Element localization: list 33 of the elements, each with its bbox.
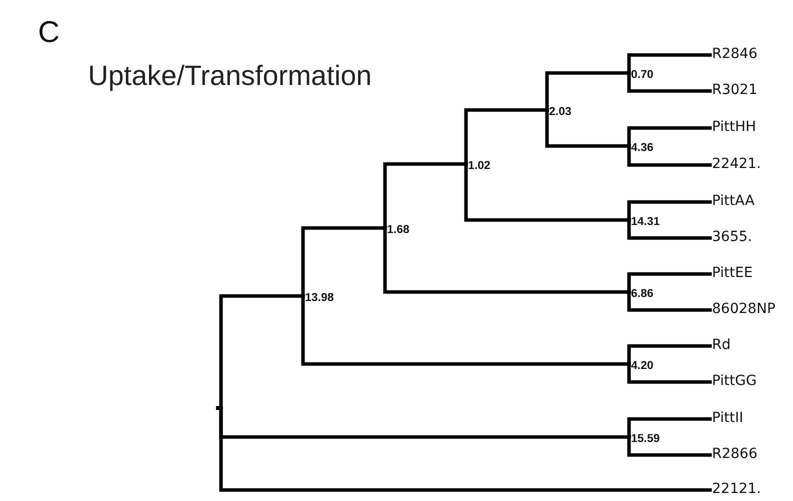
node-value: 4.36 xyxy=(631,143,654,154)
leaf-label: R2846 xyxy=(712,47,758,61)
tree-branch xyxy=(627,218,712,240)
panel-letter: C xyxy=(38,18,60,48)
leaf-label: PittGG xyxy=(712,374,757,388)
tree-branch xyxy=(627,71,712,93)
leaf-label: Rd xyxy=(712,338,731,352)
node-value: 2.03 xyxy=(549,107,572,118)
tree-branch xyxy=(627,362,712,384)
node-value: 1.02 xyxy=(468,161,490,172)
node-value: 13.98 xyxy=(305,293,334,304)
node-value: 14.31 xyxy=(631,217,660,228)
tree-branch xyxy=(627,435,712,457)
leaf-label: PittHH xyxy=(712,120,756,134)
leaf-label: PittII xyxy=(712,411,744,425)
node-value: 15.59 xyxy=(631,434,660,446)
leaf-label: 3655. xyxy=(712,230,752,244)
title: Uptake/Transformation xyxy=(88,62,372,90)
tree-branch xyxy=(627,290,712,312)
leaf-label: PittAA xyxy=(712,194,755,208)
node-value: 0.70 xyxy=(631,70,654,82)
leaf-label: PittEE xyxy=(712,266,753,280)
leaf-label: 22421. xyxy=(712,157,761,171)
leaf-label: 86028NP xyxy=(712,302,776,316)
root-tick xyxy=(216,406,221,410)
node-value: 1.68 xyxy=(387,225,410,236)
leaf-label: R3021 xyxy=(712,83,758,97)
leaf-label: 22121. xyxy=(712,482,761,496)
node-value: 4.20 xyxy=(631,361,654,372)
leaf-label: R2866 xyxy=(712,447,758,461)
tree-branch xyxy=(219,406,712,492)
tree-branch xyxy=(627,144,712,167)
node-value: 6.86 xyxy=(631,289,654,300)
